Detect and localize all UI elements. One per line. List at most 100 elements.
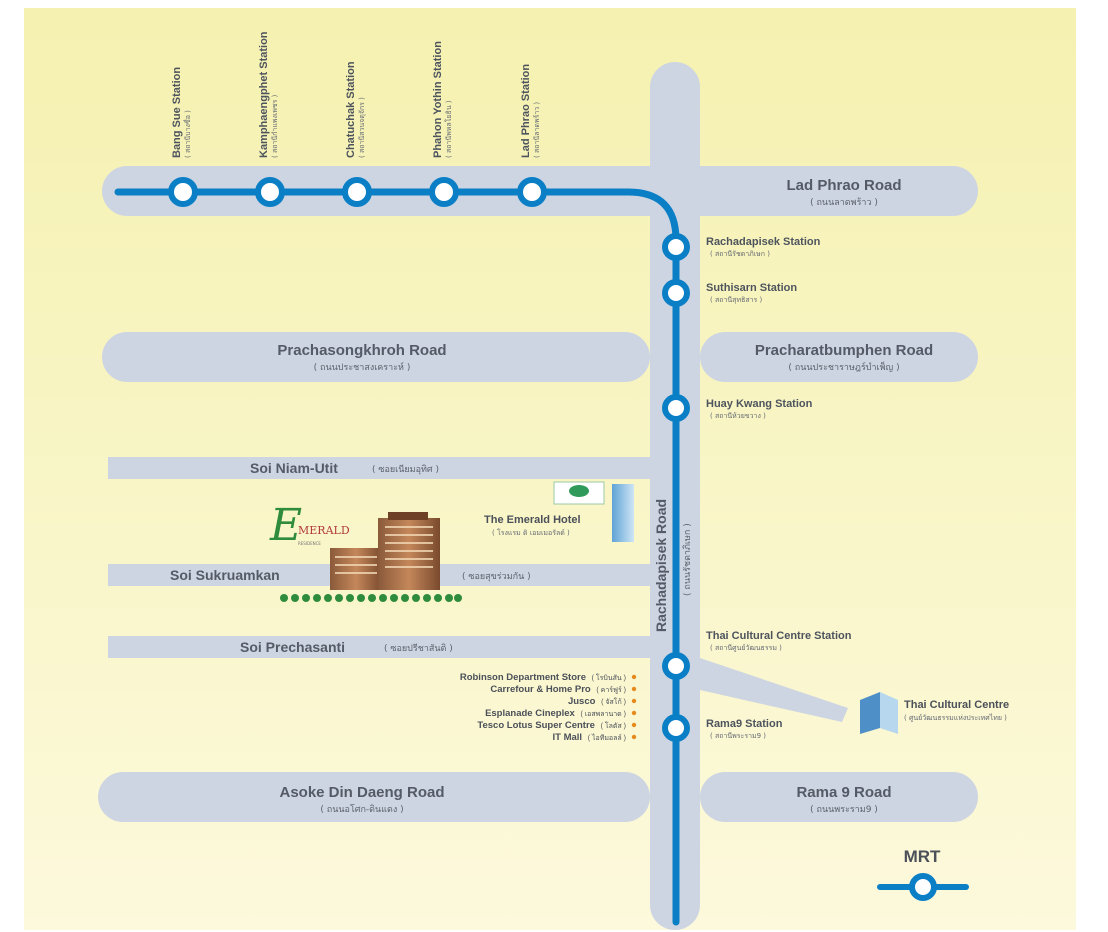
rama9-road <box>700 772 978 822</box>
shop-esplanade-thai: ( เอสพลานาด ) <box>580 711 626 718</box>
road-label-prachasongkhroh: Prachasongkhroh Road <box>277 342 446 359</box>
station-dot-suthisarn[interactable] <box>662 279 690 307</box>
station-thai-bang-sue: ( สถานีบางซื่อ ) <box>183 110 192 158</box>
thai-cultural-centre-landmark[interactable]: Thai Cultural Centre ( ศูนย์วัฒนธรรมแห่ง… <box>860 692 1009 734</box>
soi-niam-utit-road <box>108 457 652 479</box>
station-dot-huay-kwang[interactable] <box>662 394 690 422</box>
soi-prechasanti-road <box>108 636 652 658</box>
station-thai-lad-phrao: ( สถานีลาดพร้าว ) <box>533 102 541 158</box>
legend-station-icon <box>909 873 937 901</box>
emerald-logo-word: MERALD <box>298 524 350 537</box>
emerald-logo-letter: E <box>269 500 302 551</box>
station-thai-huay-kwang: ( สถานีห้วยขวาง ) <box>710 412 766 420</box>
cultural-centre-thai: ( ศูนย์วัฒนธรรมแห่งประเทศไทย ) <box>904 713 1007 722</box>
station-label-rachadapisek: Rachadapisek Station <box>706 236 821 248</box>
station-thai-rachadapisek: ( สถานีรัชดาภิเษก ) <box>710 250 770 258</box>
station-dot-phahon-yothin[interactable] <box>429 177 459 207</box>
cultural-centre-building-side <box>880 692 898 734</box>
station-thai-suthisarn: ( สถานีสุทธิสาร ) <box>710 296 763 304</box>
station-label-chatuchak: Chatuchak Station <box>345 61 357 158</box>
shop-it-mall-thai: ( ไอทีมอลล์ ) <box>588 733 626 742</box>
road-thai-lad-phrao: ( ถนนลาดพร้าว ) <box>810 197 878 208</box>
soi-label-niam-utit: Soi Niam-Utit <box>250 460 338 476</box>
road-thai-rama9: ( ถนนพระราม9 ) <box>810 805 878 815</box>
station-label-phahon-yothin: Phahon Yothin Station <box>432 41 444 158</box>
station-thai-thai-cultural: ( สถานีศูนย์วัฒนธรรม ) <box>710 644 782 652</box>
soi-label-sukruamkan: Soi Sukruamkan <box>170 567 280 583</box>
station-dot-bang-sue[interactable] <box>168 177 198 207</box>
station-label-lad-phrao: Lad Phrao Station <box>520 64 532 158</box>
shop-jusco[interactable]: Jusco ( จัสโก้ ) <box>568 696 626 707</box>
prachasongkhroh-road <box>102 332 650 382</box>
legend-label: MRT <box>904 847 941 866</box>
shop-it-mall-name: IT Mall <box>553 732 583 743</box>
thai-cultural-road <box>700 658 848 722</box>
shop-robinson-name: Robinson Department Store <box>460 672 586 683</box>
station-dot-rachadapisek[interactable] <box>662 233 690 261</box>
station-label-rama9: Rama9 Station <box>706 718 783 730</box>
station-label-kamphaengphet: Kamphaengphet Station <box>258 31 270 158</box>
station-thai-kamphaengphet: ( สถานีกำแพงเพชร ) <box>271 94 279 158</box>
soi-thai-sukruamkan: ( ซอยสุขร่วมกัน ) <box>462 572 531 582</box>
emerald-residence-landmark[interactable]: E MERALD RESIDENCE <box>269 500 462 602</box>
right-stations: Rachadapisek Station ( สถานีรัชดาภิเษก )… <box>662 233 852 742</box>
shop-carrefour-name: Carrefour & Home Pro <box>490 684 590 695</box>
emerald-hotel-tower <box>612 484 634 542</box>
station-label-bang-sue: Bang Sue Station <box>171 67 183 158</box>
emerald-hotel-label: The Emerald Hotel <box>484 514 581 526</box>
road-thai-rachadapisek: ( ถนนรัชดาภิเษก ) <box>682 523 693 596</box>
station-thai-phahon-yothin: ( สถานีพหลโยธิน ) <box>444 100 453 158</box>
emerald-hotel-logo <box>569 485 589 497</box>
shop-jusco-name: Jusco <box>568 696 596 707</box>
cultural-centre-label: Thai Cultural Centre <box>904 699 1009 711</box>
emerald-building-tower <box>378 518 440 590</box>
soi-thai-niam-utit: ( ซอยเนียมอุทิศ ) <box>372 464 439 475</box>
shop-it-mall[interactable]: IT Mall ( ไอทีมอลล์ ) <box>553 732 627 743</box>
emerald-hotel-thai: ( โรงแรม ดิ เอมเมอรัลด์ ) <box>492 528 570 537</box>
station-dot-chatuchak[interactable] <box>342 177 372 207</box>
shop-tesco-thai: ( โลตัส ) <box>601 721 626 730</box>
station-label-huay-kwang: Huay Kwang Station <box>706 398 813 410</box>
emerald-logo-sub: RESIDENCE <box>298 541 321 546</box>
road-label-lad-phrao: Lad Phrao Road <box>786 177 901 194</box>
emerald-hotel-landmark[interactable]: The Emerald Hotel ( โรงแรม ดิ เอมเมอรัลด… <box>484 481 634 542</box>
station-label-thai-cultural: Thai Cultural Centre Station <box>706 630 852 642</box>
road-thai-pracharatbumphen: ( ถนนประชาราษฎร์บำเพ็ญ ) <box>788 360 899 373</box>
shop-robinson[interactable]: Robinson Department Store ( โรบินสัน ) <box>460 672 626 683</box>
mrt-legend: MRT <box>877 847 969 901</box>
cultural-centre-building-front <box>860 692 880 734</box>
top-stations: Bang Sue Station ( สถานีบางซื่อ ) Kampha… <box>168 31 547 207</box>
station-dot-thai-cultural[interactable] <box>662 652 690 680</box>
shop-jusco-thai: ( จัสโก้ ) <box>601 697 626 706</box>
road-labels: Lad Phrao Road ( ถนนลาดพร้าว ) Prachason… <box>277 177 933 815</box>
emerald-building-roof <box>388 512 428 520</box>
station-label-suthisarn: Suthisarn Station <box>706 282 797 294</box>
shop-carrefour[interactable]: Carrefour & Home Pro ( คาร์ฟูร์ ) <box>490 684 626 695</box>
station-dot-lad-phrao[interactable] <box>517 177 547 207</box>
shop-carrefour-thai: ( คาร์ฟูร์ ) <box>596 686 626 694</box>
pracharatbumphen-road <box>700 332 978 382</box>
road-thai-asoke: ( ถนนอโศก-ดินแดง ) <box>320 804 403 815</box>
station-dot-kamphaengphet[interactable] <box>255 177 285 207</box>
shop-markers <box>631 674 637 740</box>
shop-esplanade[interactable]: Esplanade Cineplex ( เอสพลานาด ) <box>485 708 626 719</box>
road-label-rama9: Rama 9 Road <box>796 784 891 801</box>
soi-labels: Soi Niam-Utit ( ซอยเนียมอุทิศ ) Soi Sukr… <box>170 460 531 655</box>
road-label-rachadapisek: Rachadapisek Road <box>653 499 669 632</box>
emerald-building-left <box>330 548 382 590</box>
asoke-road <box>98 772 650 822</box>
tree-row <box>280 594 462 602</box>
road-thai-prachasongkhroh: ( ถนนประชาสงเคราะห์ ) <box>314 361 411 373</box>
station-thai-chatuchak: ( สถานีสวนจตุจักร ) <box>358 97 366 158</box>
emerald-building-windows <box>335 526 433 574</box>
soi-thai-prechasanti: ( ซอยปรีชาสันติ ) <box>384 643 453 654</box>
station-thai-rama9: ( สถานีพระราม9 ) <box>710 732 766 740</box>
shop-robinson-thai: ( โรบินสัน ) <box>592 673 626 682</box>
shop-tesco[interactable]: Tesco Lotus Super Centre ( โลตัส ) <box>477 720 626 731</box>
shop-tesco-name: Tesco Lotus Super Centre <box>477 720 595 731</box>
shop-esplanade-name: Esplanade Cineplex <box>485 708 575 719</box>
shops-list: Robinson Department Store ( โรบินสัน ) C… <box>460 672 637 743</box>
road-label-pracharatbumphen: Pracharatbumphen Road <box>755 342 933 359</box>
station-dot-rama9[interactable] <box>662 714 690 742</box>
